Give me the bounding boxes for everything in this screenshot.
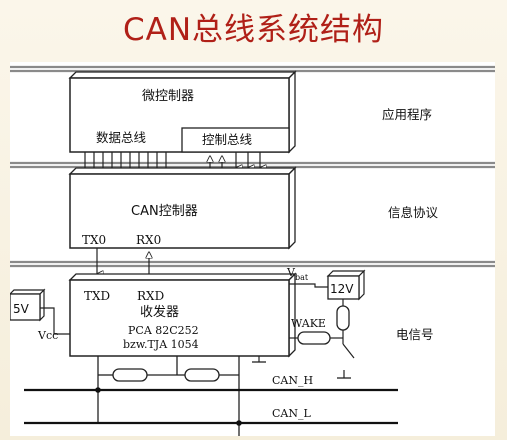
wake-label: WAKE bbox=[291, 317, 326, 330]
control-bus-box bbox=[181, 127, 290, 153]
battery-12v-box bbox=[326, 269, 366, 301]
layer-label-electrical: 电信号 bbox=[396, 327, 434, 342]
layer-separators bbox=[10, 65, 495, 268]
rx0-label: RX0 bbox=[136, 233, 161, 247]
can-h-junction-1 bbox=[95, 387, 101, 393]
microcontroller-label: 微控制器 bbox=[142, 89, 194, 104]
layer-label-application: 应用程序 bbox=[382, 107, 432, 122]
battery-12v-label: 12V bbox=[330, 282, 354, 296]
transceiver-chip1: PCA 82C252 bbox=[128, 324, 199, 337]
can-system-diagram: 微控制器 数据总线 控制总线 CAN控制器 TX0 RX0 bbox=[10, 65, 495, 436]
vcc-label: Vcc bbox=[37, 329, 58, 342]
transceiver-label: 收发器 bbox=[140, 304, 179, 320]
rxd-label: RXD bbox=[137, 289, 164, 303]
supply-5v-box bbox=[10, 288, 46, 322]
data-bus-lines bbox=[84, 152, 167, 168]
termination-resistor-2 bbox=[184, 368, 220, 382]
can-controller-box bbox=[68, 166, 297, 250]
supply-5v-label: 5V bbox=[13, 302, 30, 316]
can-l-junction-1 bbox=[236, 420, 242, 426]
control-bus-arrows bbox=[210, 152, 260, 168]
can-l-label: CAN_L bbox=[272, 407, 311, 420]
txd-label: TXD bbox=[84, 289, 110, 303]
tx0-label: TX0 bbox=[82, 233, 106, 247]
transceiver-chip2: bzw.TJA 1054 bbox=[123, 338, 199, 351]
wake-resistor bbox=[336, 305, 350, 331]
wake-switch bbox=[342, 343, 355, 359]
vcc-wire bbox=[40, 307, 70, 335]
vbat-label: Vbat bbox=[286, 266, 309, 282]
slide-title: CAN总线系统结构 bbox=[122, 12, 385, 48]
txrx-lines bbox=[97, 248, 149, 274]
layer-label-protocol: 信息协议 bbox=[388, 205, 439, 220]
transceiver-box bbox=[68, 272, 297, 358]
wake-series-resistor bbox=[297, 331, 331, 345]
can-h-label: CAN_H bbox=[272, 374, 313, 387]
termination-resistor-1 bbox=[112, 368, 148, 382]
data-bus-label: 数据总线 bbox=[96, 130, 147, 145]
vbat-wire bbox=[289, 283, 328, 288]
control-bus-label: 控制总线 bbox=[202, 132, 253, 147]
can-controller-label: CAN控制器 bbox=[131, 204, 198, 219]
